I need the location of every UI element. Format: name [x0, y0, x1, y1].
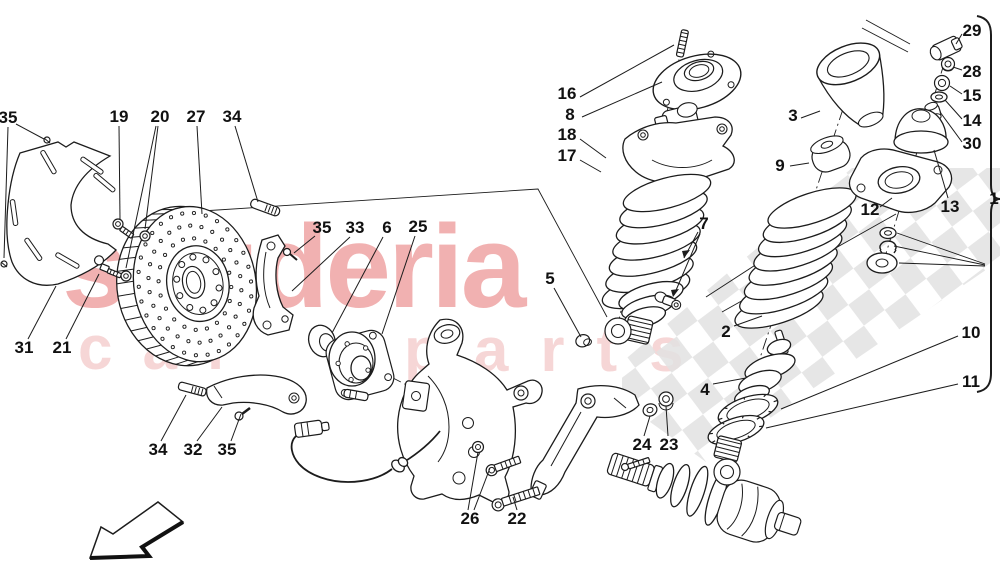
- checkered-flag-watermark: [622, 168, 1000, 462]
